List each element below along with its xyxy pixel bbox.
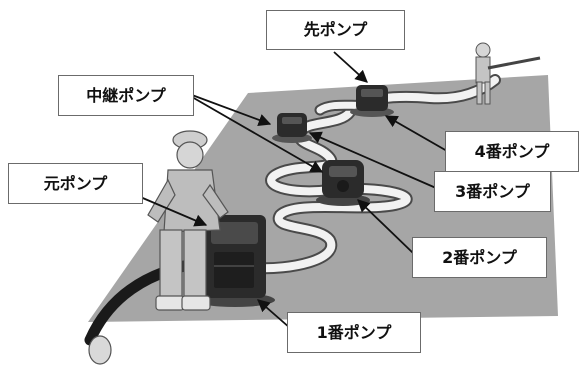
pump-icon	[195, 215, 275, 307]
pump-icon	[350, 85, 394, 117]
leader-lines	[137, 51, 448, 329]
pump-icon	[316, 160, 370, 206]
label-pump-1: 1番ポンプ	[287, 312, 421, 353]
label-pump-3: 3番ポンプ	[434, 171, 551, 212]
nozzle-icon	[475, 42, 541, 105]
label-moto-pump: 元ポンプ	[8, 163, 143, 204]
label-chukei-pump: 中継ポンプ	[58, 75, 194, 116]
water-source-strainer	[88, 335, 112, 365]
label-saki-pump: 先ポンプ	[266, 10, 405, 50]
pump-icon	[272, 113, 312, 143]
label-pump-2: 2番ポンプ	[412, 237, 547, 278]
label-pump-4: 4番ポンプ	[445, 131, 579, 172]
